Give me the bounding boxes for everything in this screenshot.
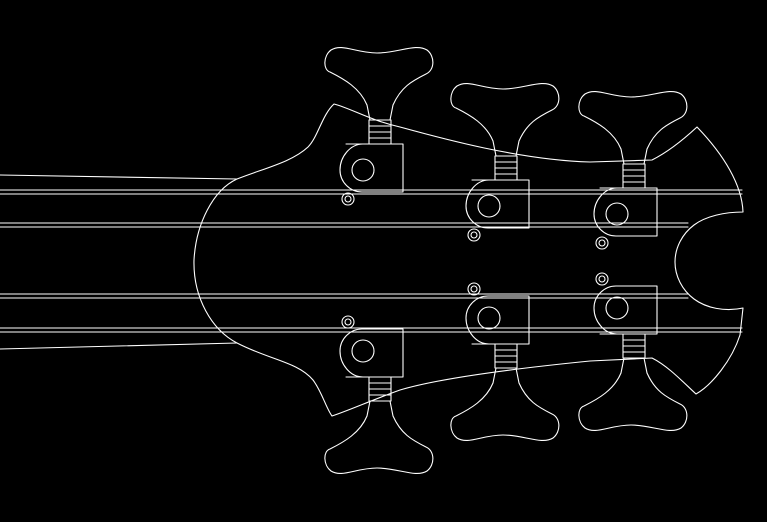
headstock-outline xyxy=(193,103,744,417)
tuner-top-3 xyxy=(578,90,688,250)
tuner-bottom-3 xyxy=(578,272,688,432)
tuner-top-2 xyxy=(450,82,560,242)
tuner-top-1 xyxy=(324,46,434,206)
tuner-bottom-2 xyxy=(450,282,560,442)
neck-top-edge xyxy=(0,174,238,180)
tuner-bottom-1 xyxy=(324,315,434,475)
neck-bottom-edge xyxy=(0,342,238,350)
string-group xyxy=(0,189,743,333)
